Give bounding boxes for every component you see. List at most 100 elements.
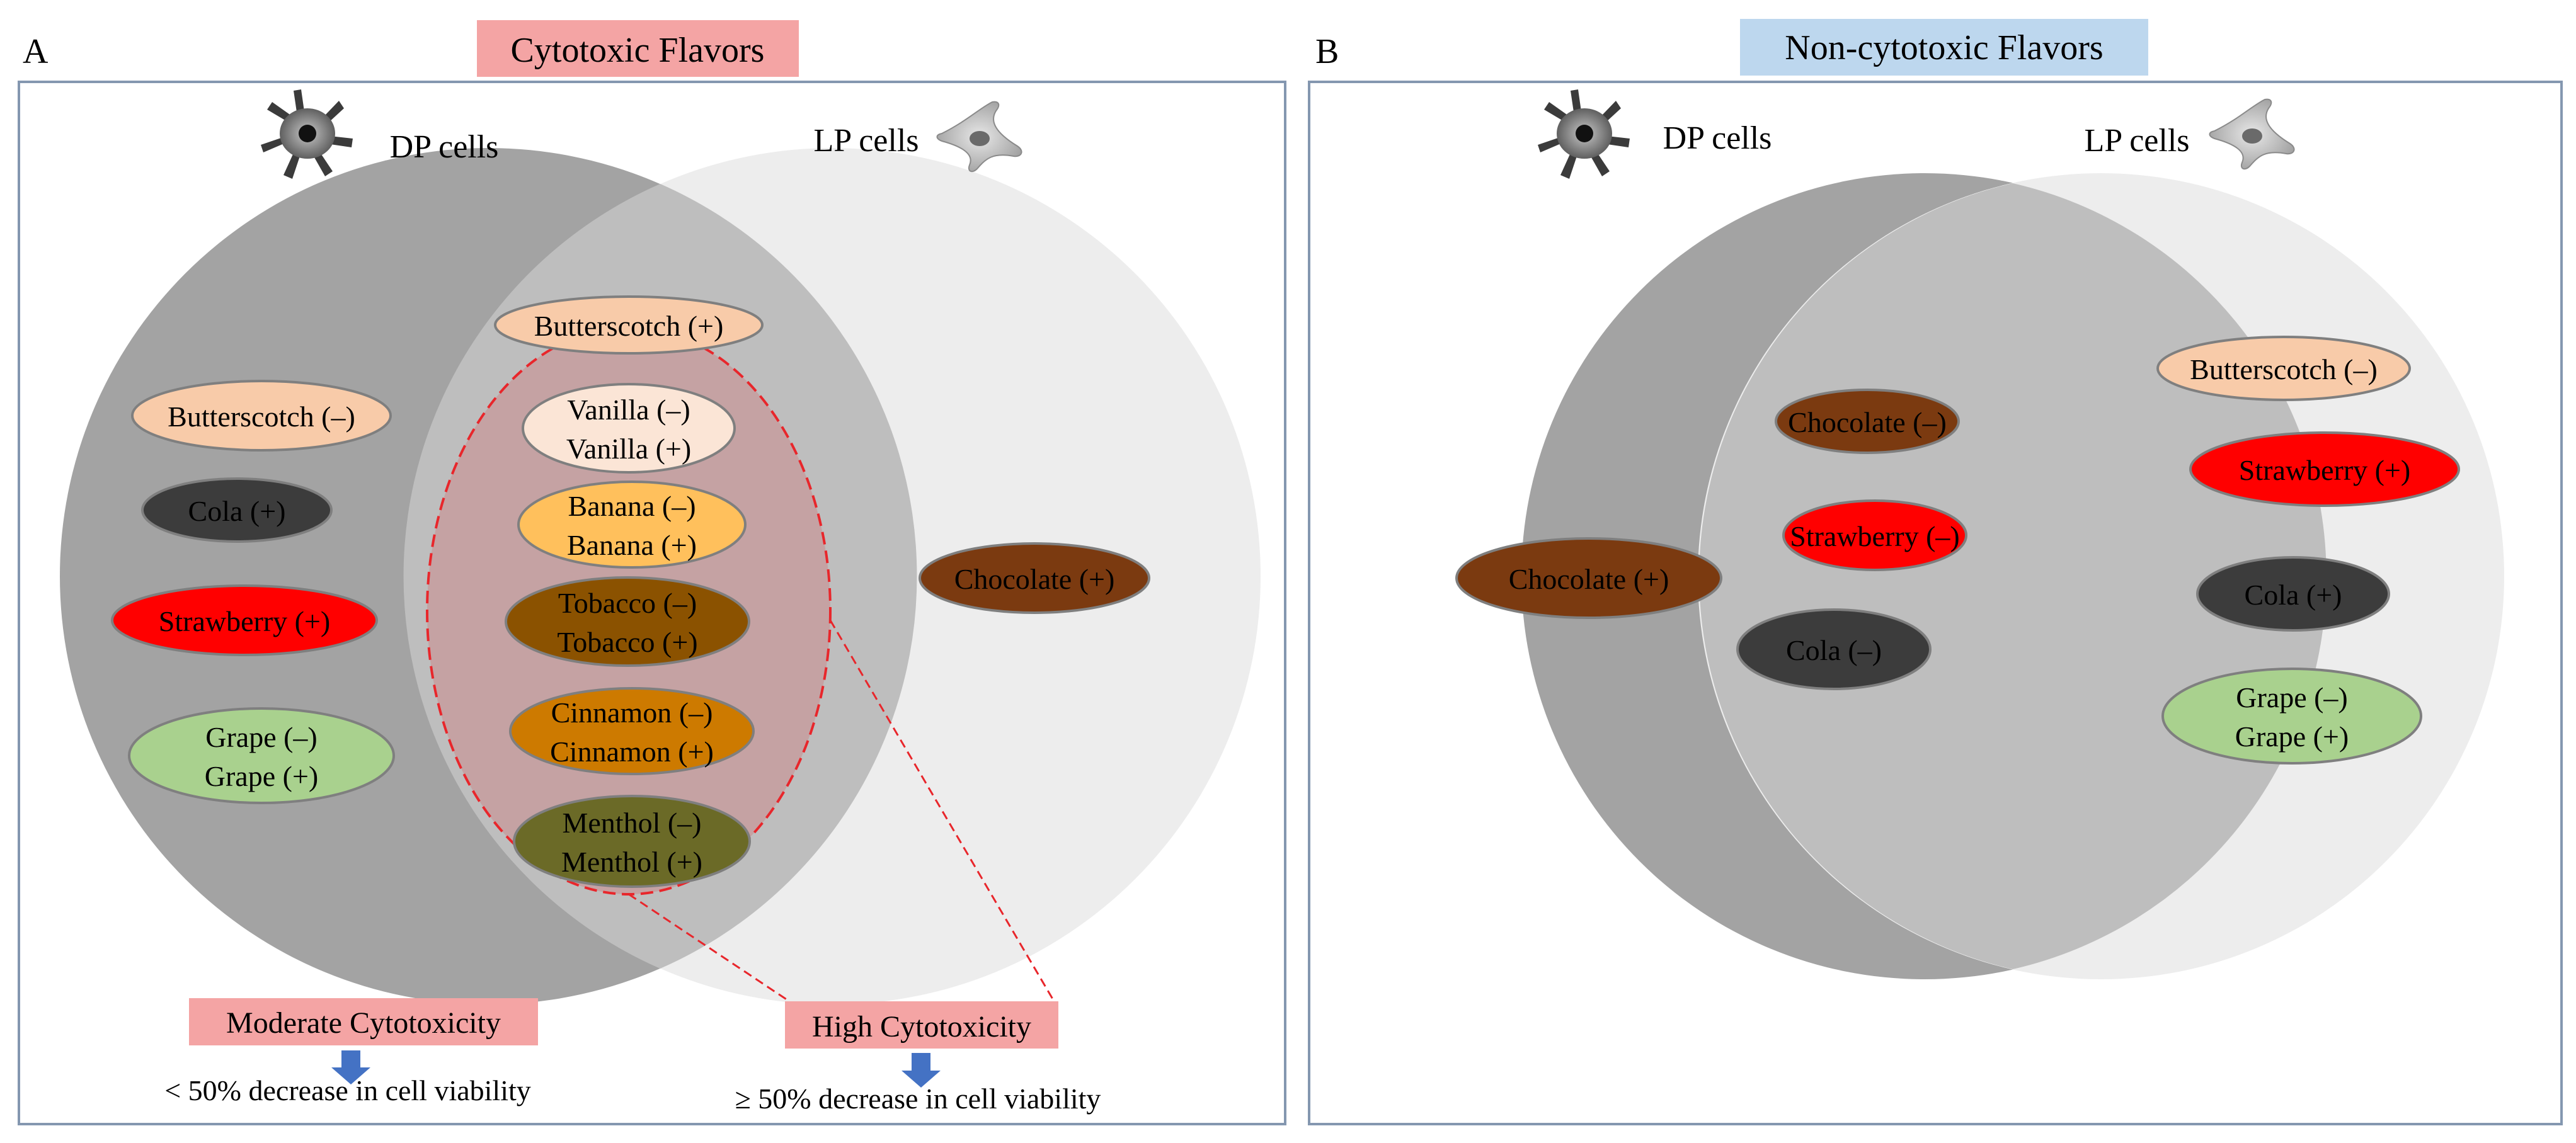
flavor-ellipse [1455,537,1722,619]
panel-b-letter: B [1315,32,1339,71]
flavor-label: Menthol (–) [562,807,701,839]
connector-line [628,893,788,1001]
flavor-ellipse [1782,499,1967,571]
flavor-ellipse [494,295,764,355]
flavor-ellipse [131,380,392,452]
flavor-item: Cinnamon (–) Cinnamon (+) [509,687,755,775]
panel-a-lp-only-group: Chocolate (+) [919,542,1150,614]
panel-b-lp-label: LP cells [2084,123,2189,159]
panel-a-title-bg [477,20,799,77]
flavor-label: Butterscotch (–) [2190,353,2378,385]
flavor-item: Tobacco (–) Tobacco (+) [505,576,750,667]
flavor-item: Cola (+) [2196,556,2390,632]
panel-a-letter: A [23,32,49,71]
flavor-item: Menthol (–) Menthol (+) [513,795,751,888]
panel-b-dp-icon [1538,89,1630,179]
flavor-ellipse [111,584,378,656]
flavor-label: Butterscotch (+) [534,310,724,342]
flavor-item: Chocolate (+) [919,542,1150,614]
moderate-cytotoxicity-box [189,998,538,1045]
panel-b-frame [1308,81,2563,1125]
flavor-ellipse [2189,431,2460,507]
flavor-ellipse [522,383,736,474]
flavor-label: Cola (+) [188,495,286,527]
flavor-ellipse [919,542,1150,614]
panel-a-overlap [403,184,917,969]
flavor-item: Chocolate (–) [1775,389,1960,454]
flavor-label: Grape (+) [205,760,318,792]
panel-a-dp-only-group: Butterscotch (–) Cola (+) Strawberry (+) Gr… [111,380,395,804]
panel-b: B Non-cytotoxic Flavors DP cells LP cell… [1308,19,2563,1125]
flavor-item: Strawberry (–) [1782,499,1967,571]
panel-b-lp-only-group: Butterscotch (–) Strawberry (+) Cola (+) Gr… [2156,336,2460,765]
flavor-label: Grape (+) [2235,720,2349,753]
flavor-label: Grape (–) [2236,681,2348,714]
connector-line [829,620,1055,1001]
flavor-label: Chocolate (+) [954,563,1115,595]
flavor-item: Cola (–) [1736,608,1932,690]
flavor-label: Chocolate (–) [1788,406,1947,438]
flavor-ellipse [513,795,751,888]
flavor-ellipse [517,481,747,569]
panel-b-overlap-group: Chocolate (–) Strawberry (–) Cola (–) [1736,389,1967,690]
down-arrow-icon [902,1053,941,1088]
panel-a-lp-icon [936,101,1022,173]
flavor-item: Strawberry (+) [2189,431,2460,507]
flavor-ellipse [505,576,750,667]
panel-b-dp-label: DP cells [1663,120,1772,156]
flavor-item: Banana (–) Banana (+) [517,481,747,569]
flavor-item: Cola (+) [141,477,333,543]
flavor-item: Grape (–) Grape (+) [128,707,395,804]
panel-b-dp-only-group: Chocolate (+) [1455,537,1722,619]
flavor-ellipse [128,707,395,804]
panel-b-lp-icon [2209,98,2295,170]
flavor-label: Chocolate (+) [1509,563,1669,595]
panel-a-lp-label: LP cells [813,123,919,159]
high-cytotoxicity-desc: ≥ 50% decrease in cell viability [735,1083,1101,1115]
flavor-label: Butterscotch (–) [168,401,355,433]
flavor-label: Banana (–) [568,490,696,522]
flavor-item: Vanilla (–) Vanilla (+) [522,383,736,474]
high-cytotoxicity-box [785,1001,1058,1049]
flavor-label: Cinnamon (+) [550,736,714,768]
high-cytotoxicity-label: High Cytotoxicity [812,1010,1031,1043]
panel-b-title: Non-cytotoxic Flavors [1785,28,2103,67]
flavor-ellipse [2196,556,2390,632]
flavor-label: Tobacco (–) [558,587,697,619]
flavor-ellipse [2156,336,2411,401]
flavor-label: Strawberry (–) [1790,520,1960,552]
moderate-cytotoxicity-label: Moderate Cytotoxicity [226,1006,501,1040]
flavor-ellipse [509,687,755,775]
flavor-label: Strawberry (+) [2239,454,2410,486]
flavor-label: Vanilla (–) [567,394,690,426]
flavor-item: Butterscotch (+) [494,295,764,355]
flavor-ellipse [1775,389,1960,454]
flavor-item: Strawberry (+) [111,584,378,656]
flavor-ellipse [141,477,333,543]
flavor-ellipse [2161,668,2422,765]
flavor-item: Chocolate (+) [1455,537,1722,619]
flavor-label: Grape (–) [205,721,318,753]
flavor-label: Strawberry (+) [159,605,330,637]
flavor-label: Vanilla (+) [566,433,691,465]
flavor-item: Butterscotch (–) [2156,336,2411,401]
panel-a: A Cytotoxic Flavors DP cells LP cells [18,20,1286,1125]
panel-b-title-bg [1740,19,2148,76]
flavor-label: Cola (+) [2245,579,2342,611]
flavor-label: Menthol (+) [561,846,702,878]
panel-a-overlap-group: Butterscotch (+) Vanilla (–) Vanilla (+) Ba… [494,295,764,888]
flavor-item: Grape (–) Grape (+) [2161,668,2422,765]
panel-a-title: Cytotoxic Flavors [511,31,765,70]
flavor-label: Cinnamon (–) [551,697,713,729]
flavor-label: Cola (–) [1786,634,1882,666]
panel-a-frame [18,81,1286,1125]
flavor-ellipse [1736,608,1932,690]
panel-a-dp-icon [261,89,353,179]
down-arrow-icon [331,1050,370,1084]
panel-a-dp-label: DP cells [390,129,499,165]
moderate-cytotoxicity-desc: < 50% decrease in cell viability [164,1074,531,1106]
flavor-item: Butterscotch (–) [131,380,392,452]
flavor-label: Banana (+) [567,529,697,561]
flavor-label: Tobacco (+) [557,626,697,658]
